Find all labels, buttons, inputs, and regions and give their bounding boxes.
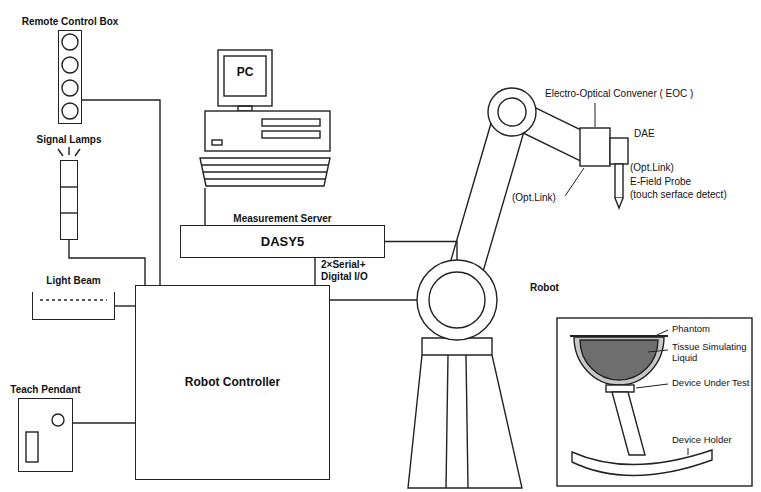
node-text: DASY5 (261, 234, 304, 249)
connector-line (115, 305, 135, 306)
leader-line (648, 350, 668, 352)
button-symbol (62, 80, 78, 96)
part-label: Phantom (672, 324, 710, 335)
leader-line (655, 330, 668, 336)
part-label: (touch serface detect) (630, 189, 727, 201)
robot-elbow (488, 88, 536, 136)
part-label: Electro-Optical Convener ( EOC ) (545, 88, 693, 100)
beam-line (40, 299, 107, 300)
drive-slot (262, 131, 320, 138)
pedestal-line (422, 354, 492, 355)
robot-pedestal (408, 338, 522, 488)
part-label: Device Under Test (672, 378, 749, 389)
pc-node: PC (200, 48, 330, 188)
lamp-ray (75, 149, 80, 156)
part-label: E-Field Probe (630, 176, 691, 188)
button-symbol (62, 103, 78, 119)
keyboard-row (202, 164, 328, 165)
monitor-symbol (218, 50, 272, 106)
robot-shoulder-inner (429, 272, 485, 328)
computer-case (205, 111, 330, 151)
node-text: PC (224, 66, 266, 80)
tissue-liquid (580, 340, 658, 380)
phantom-rim (570, 335, 668, 337)
pedestal-line (466, 355, 468, 488)
edge-label: 2×Serial+ Digital I/O (321, 259, 381, 282)
drive-slot (262, 119, 320, 126)
device-symbol (606, 385, 634, 392)
phantom-shell (574, 337, 664, 385)
part-label: DAE (634, 128, 655, 140)
part-label: Device Holder (672, 435, 732, 446)
lamp-divider (60, 212, 78, 213)
teach-pendant: Teach Pendant (18, 398, 73, 472)
monitor-neck (238, 106, 252, 111)
dae-symbol (610, 138, 628, 164)
node-heading: Remote Control Box (22, 16, 119, 28)
keyboard-row (205, 178, 325, 179)
connector-line (204, 188, 205, 225)
probe-tip (615, 198, 623, 208)
pendant-knob (52, 414, 64, 426)
node-heading: Signal Lamps (36, 134, 101, 146)
signal-lamps: Signal Lamps (60, 160, 78, 240)
power-button (212, 140, 222, 145)
button-symbol (62, 57, 78, 73)
holder-cradle (572, 450, 712, 476)
keyboard-row (203, 171, 327, 172)
leader-line (688, 448, 689, 455)
lamp-ray (58, 149, 63, 156)
lamp-divider (60, 186, 78, 187)
leader-line (636, 384, 668, 388)
robot-shoulder (417, 260, 497, 340)
leader-line (565, 168, 584, 196)
connector-line (314, 258, 315, 285)
pedestal-line (446, 355, 448, 488)
leader-line (595, 103, 596, 127)
pendant-grip (26, 432, 38, 462)
node-heading: Teach Pendant (10, 384, 80, 396)
node-heading: Light Beam (46, 275, 100, 287)
robot-elbow-inner (498, 98, 526, 126)
connector-line (385, 242, 457, 261)
holder-post (612, 392, 645, 455)
light-beam: Light Beam (32, 292, 115, 320)
part-label: (Opt.Link) (512, 192, 556, 204)
connector-line (82, 100, 160, 285)
node-heading: Measurement Server (233, 213, 331, 225)
lamp-ray (68, 147, 69, 155)
monitor-screen (224, 56, 266, 96)
controller-box: Robot Controller (135, 285, 330, 480)
server-box: Measurement ServerDASY5 (180, 225, 385, 258)
eoc-symbol (580, 128, 610, 166)
node-text: Robot Controller (185, 376, 280, 390)
node-text: Robot (530, 282, 559, 294)
part-label: Tissue Simulating Liquid (672, 342, 754, 364)
probe-symbol (615, 164, 623, 198)
connector-line (73, 422, 135, 423)
keyboard-symbol (200, 158, 330, 186)
connector-line (330, 299, 417, 300)
control-box: Remote Control Box (58, 30, 82, 124)
button-symbol (62, 34, 78, 50)
robot-node: Robot (417, 260, 527, 490)
part-label: (Opt.Link) (630, 162, 674, 174)
